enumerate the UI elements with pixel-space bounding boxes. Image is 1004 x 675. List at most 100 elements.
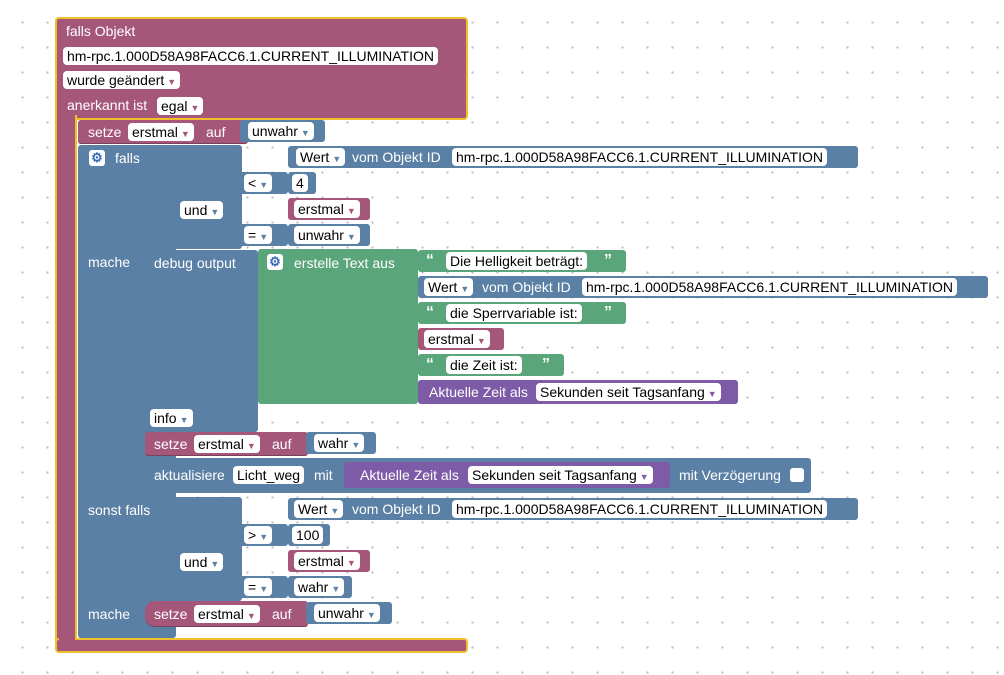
current-time-label: Aktuelle Zeit als <box>360 467 459 483</box>
bool-block[interactable]: unwahr▼ <box>240 120 325 142</box>
compare-block[interactable]: <▼ <box>238 172 288 194</box>
time-format-dropdown[interactable]: Sekunden seit Tagsanfang▼ <box>536 383 721 401</box>
set-variable-dropdown[interactable]: erstmal▼ <box>194 435 260 453</box>
chevron-down-icon: ▼ <box>330 506 340 516</box>
operator-dropdown[interactable]: <▼ <box>244 174 273 192</box>
set-variable-dropdown[interactable]: erstmal▼ <box>194 605 260 623</box>
trigger-title: falls Objekt <box>66 23 136 39</box>
number-block[interactable]: 100 <box>288 524 330 546</box>
trigger-block-bottom[interactable] <box>55 638 468 653</box>
bool-block[interactable]: wahr▼ <box>288 576 352 598</box>
if-condition-area[interactable] <box>172 145 242 249</box>
current-time-block[interactable]: Aktuelle Zeit als Sekunden seit Tagsanfan… <box>344 462 670 488</box>
compare-block[interactable]: >▼ <box>238 524 288 546</box>
trigger-changed-dropdown[interactable]: wurde geändert▼ <box>63 71 181 89</box>
set-variable-dropdown[interactable]: erstmal▼ <box>128 123 194 141</box>
gear-icon[interactable]: ⚙ <box>267 254 283 270</box>
bool-dropdown[interactable]: unwahr▼ <box>248 122 314 140</box>
variable-block[interactable]: erstmal▼ <box>418 328 504 350</box>
value-dropdown[interactable]: Wert▼ <box>296 148 346 166</box>
bool-block[interactable]: unwahr▼ <box>306 602 392 624</box>
variable-dropdown[interactable]: erstmal▼ <box>294 552 360 570</box>
chevron-down-icon: ▼ <box>331 584 341 594</box>
chevron-down-icon: ▼ <box>259 532 269 542</box>
value-of-object-block[interactable]: Wert▼ vom Objekt ID hm-rpc.1.000D58A98FACC… <box>288 146 858 168</box>
chevron-down-icon: ▼ <box>246 611 256 621</box>
logic-operator-dropdown[interactable]: und▼ <box>180 201 224 219</box>
log-level-dropdown[interactable]: info▼ <box>150 409 193 427</box>
chevron-down-icon: ▼ <box>346 206 356 216</box>
number-field[interactable]: 100 <box>292 526 324 544</box>
equals-block[interactable]: =▼ <box>238 576 288 598</box>
delay-label: mit Verzögerung <box>679 467 781 483</box>
string-field[interactable]: die Zeit ist: <box>446 356 522 374</box>
text-join-block[interactable] <box>258 249 418 404</box>
variable-block[interactable]: erstmal▼ <box>288 198 370 220</box>
trigger-object-id-field[interactable]: hm-rpc.1.000D58A98FACC6.1.CURRENT_ILLUMI… <box>63 47 438 65</box>
string-block[interactable]: “die Zeit ist:” <box>418 354 564 376</box>
chevron-down-icon: ▼ <box>366 610 376 620</box>
object-id-field[interactable]: hm-rpc.1.000D58A98FACC6.1.CURRENT_ILLUMI… <box>452 148 827 166</box>
from-object-label: vom Objekt ID <box>352 149 441 165</box>
bool-dropdown[interactable]: wahr▼ <box>314 434 365 452</box>
bool-block[interactable]: unwahr▼ <box>288 224 370 246</box>
gear-icon[interactable]: ⚙ <box>89 150 105 166</box>
set-mid-label: auf <box>206 124 226 140</box>
if-label: falls <box>115 150 140 166</box>
ack-dropdown[interactable]: egal▼ <box>157 97 204 115</box>
string-block[interactable]: “Die Helligkeit beträgt:” <box>418 250 626 272</box>
chevron-down-icon: ▼ <box>332 154 342 164</box>
from-object-label: vom Objekt ID <box>482 279 571 295</box>
text-join-label: erstelle Text aus <box>294 255 395 271</box>
trigger-block[interactable] <box>55 17 468 120</box>
update-label: aktualisiere <box>154 467 225 483</box>
open-quote-icon: “ <box>426 252 434 269</box>
variable-dropdown[interactable]: erstmal▼ <box>424 330 490 348</box>
set-mid-label: auf <box>272 606 292 622</box>
chevron-down-icon: ▼ <box>167 77 177 87</box>
chevron-down-icon: ▼ <box>460 284 470 294</box>
debug-output-block[interactable] <box>145 250 258 432</box>
bool-dropdown[interactable]: unwahr▼ <box>294 226 360 244</box>
chevron-down-icon: ▼ <box>259 232 269 242</box>
variable-block[interactable]: erstmal▼ <box>288 550 370 572</box>
number-field[interactable]: 4 <box>292 174 308 192</box>
equals-block[interactable]: =▼ <box>238 224 288 246</box>
open-quote-icon: “ <box>426 356 434 373</box>
update-with-label: mit <box>314 467 333 483</box>
value-dropdown[interactable]: Wert▼ <box>424 278 474 296</box>
chevron-down-icon: ▼ <box>210 559 220 569</box>
chevron-down-icon: ▼ <box>346 232 356 242</box>
time-format-dropdown[interactable]: Sekunden seit Tagsanfang▼ <box>468 466 653 484</box>
chevron-down-icon: ▼ <box>259 584 269 594</box>
close-quote-icon: ” <box>604 304 612 321</box>
object-id-field[interactable]: hm-rpc.1.000D58A98FACC6.1.CURRENT_ILLUMI… <box>582 278 957 296</box>
value-of-object-block[interactable]: Wert▼ vom Objekt ID hm-rpc.1.000D58A98FACC… <box>418 276 988 298</box>
delay-checkbox[interactable] <box>790 468 804 482</box>
string-block[interactable]: “die Sperrvariable ist:” <box>418 302 626 324</box>
chevron-down-icon: ▼ <box>259 180 269 190</box>
bool-block[interactable]: wahr▼ <box>306 432 376 454</box>
operator-dropdown[interactable]: >▼ <box>244 526 273 544</box>
string-field[interactable]: Die Helligkeit beträgt: <box>446 252 588 270</box>
value-dropdown[interactable]: Wert▼ <box>294 500 344 518</box>
equals-dropdown[interactable]: =▼ <box>244 578 273 596</box>
chevron-down-icon: ▼ <box>351 440 361 450</box>
variable-dropdown[interactable]: erstmal▼ <box>294 200 360 218</box>
set-label: setze <box>154 606 188 622</box>
bool-dropdown[interactable]: wahr▼ <box>294 578 345 596</box>
set-label: setze <box>154 436 188 452</box>
object-id-field[interactable]: hm-rpc.1.000D58A98FACC6.1.CURRENT_ILLUMI… <box>452 500 827 518</box>
bool-dropdown[interactable]: unwahr▼ <box>314 604 380 622</box>
number-block[interactable]: 4 <box>288 172 316 194</box>
chevron-down-icon: ▼ <box>639 472 649 482</box>
update-variable-field[interactable]: Licht_weg <box>233 466 305 484</box>
string-field[interactable]: die Sperrvariable ist: <box>446 304 582 322</box>
logic-operator-dropdown[interactable]: und▼ <box>180 553 224 571</box>
equals-dropdown[interactable]: =▼ <box>244 226 273 244</box>
set-mid-label: auf <box>272 436 292 452</box>
chevron-down-icon: ▼ <box>246 441 256 451</box>
chevron-down-icon: ▼ <box>190 103 200 113</box>
